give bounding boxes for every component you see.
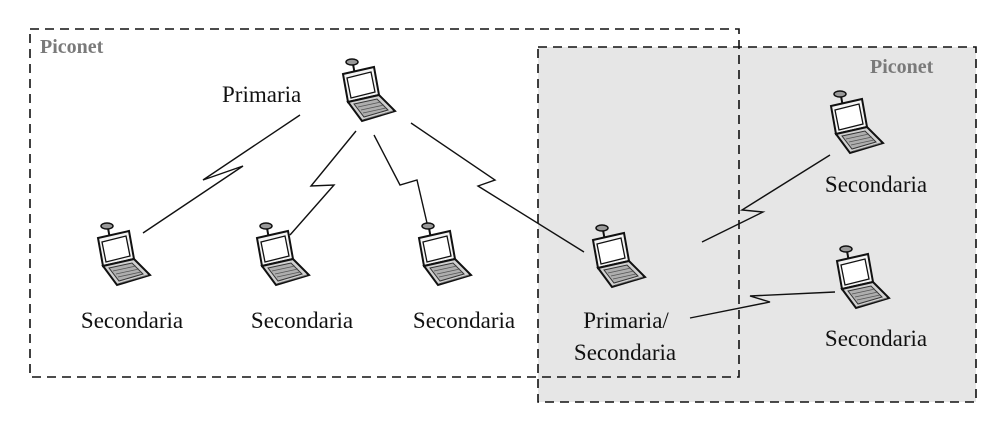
lightning-link-icon <box>142 114 301 234</box>
wireless-links <box>142 114 836 319</box>
laptop-antenna-icon <box>418 222 472 286</box>
secondary-label: Secondaria <box>412 308 516 333</box>
lightning-link-icon <box>289 130 357 236</box>
piconet-boundary-left <box>29 28 740 378</box>
laptop-antenna-icon <box>97 222 151 286</box>
primary-label: Primaria <box>222 82 302 107</box>
piconet-boundary-right <box>537 46 977 403</box>
secondary-label: Secondaria <box>80 308 184 333</box>
secondary-label: Secondaria <box>824 172 928 197</box>
lightning-link-icon <box>373 134 428 224</box>
secondary-label: Secondaria <box>250 308 354 333</box>
piconet-label: Piconet <box>870 56 934 78</box>
bridge-label-line1: Primaria/ <box>583 308 669 333</box>
laptop-antenna-icon <box>256 222 310 286</box>
laptop-antenna-icon <box>342 58 396 122</box>
piconet-label: Piconet <box>40 36 104 58</box>
lightning-link-icon <box>410 122 585 253</box>
lightning-link-icon <box>689 291 836 319</box>
secondary-label: Secondaria <box>824 326 928 351</box>
bridge-label-line2: Secondaria <box>573 340 677 365</box>
lightning-link-icon <box>701 154 831 243</box>
